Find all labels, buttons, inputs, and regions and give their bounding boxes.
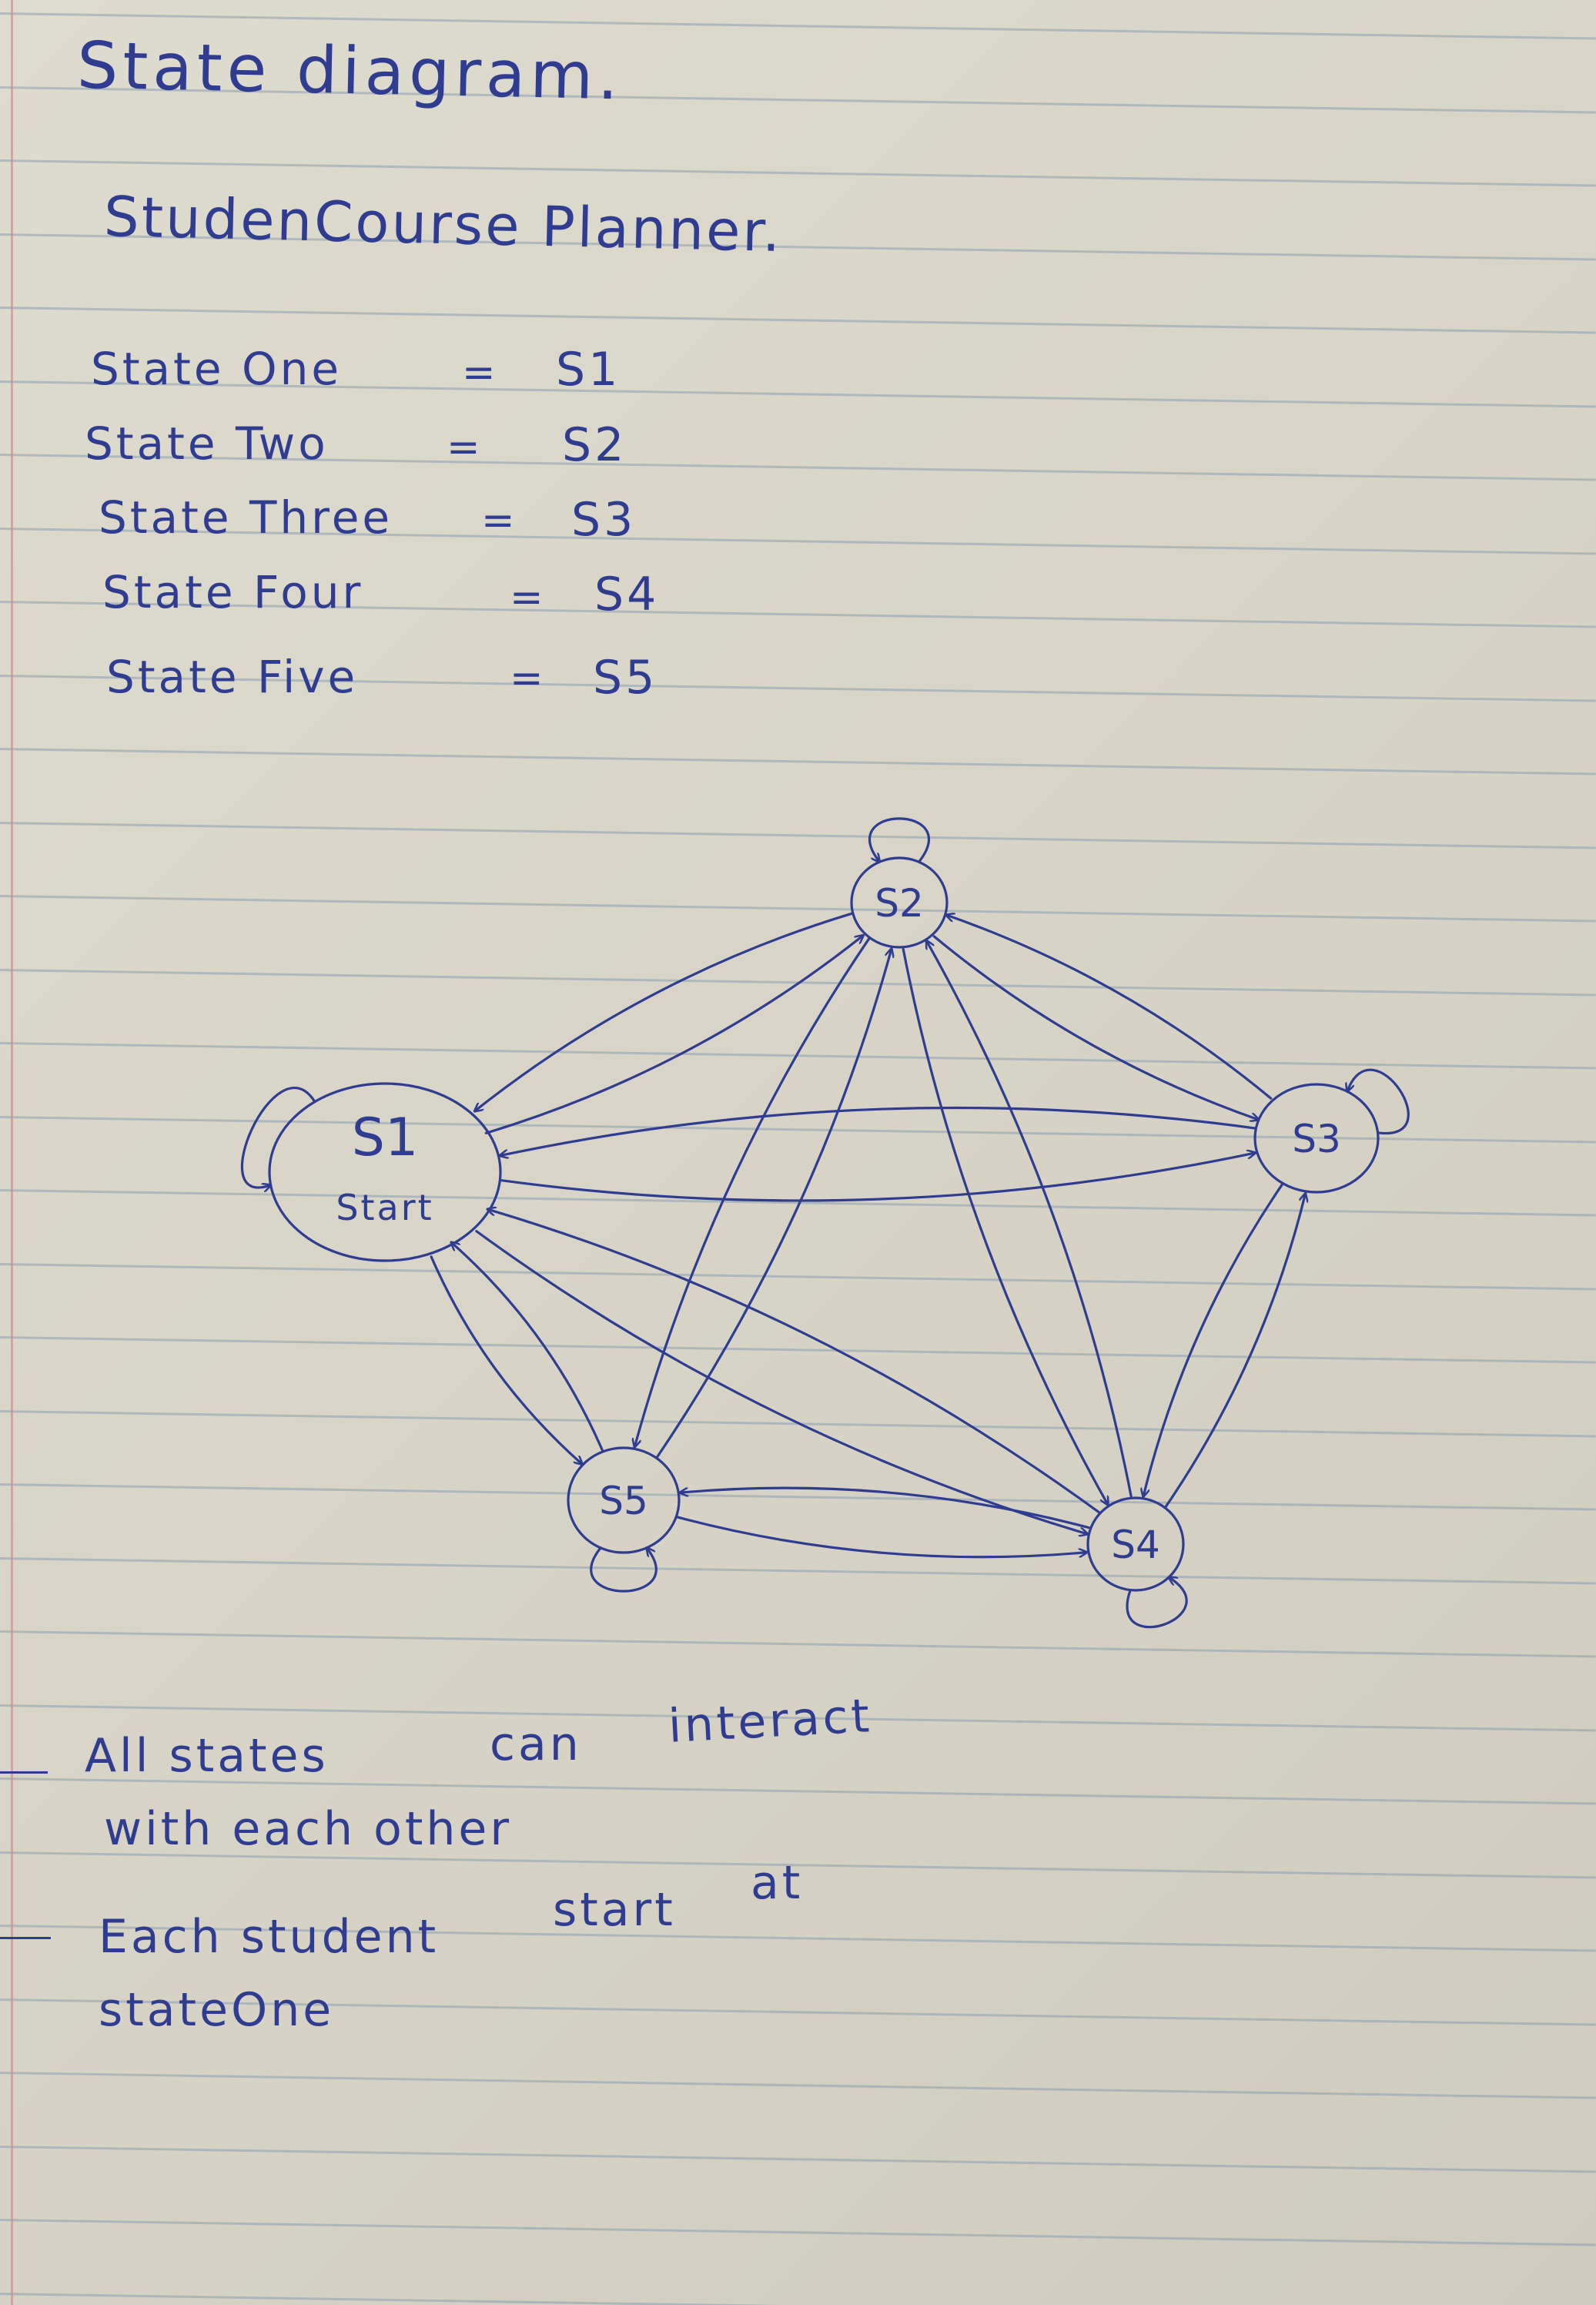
transition-s4-to-s4 (1126, 1577, 1188, 1629)
legend-name: State Three (99, 491, 393, 544)
legend-code: S3 (571, 493, 637, 547)
legend-code: S4 (594, 568, 660, 621)
note-dash (0, 1771, 48, 1774)
transition-s5-to-s2 (655, 949, 892, 1459)
note-text: All states (85, 1729, 329, 1783)
legend-equals: = (447, 424, 480, 471)
state-node-s2: S2 (850, 856, 949, 949)
transition-s1-to-s5 (430, 1255, 582, 1465)
transition-s4-to-s2 (926, 940, 1133, 1498)
transition-s2-to-s3 (932, 935, 1259, 1120)
state-label: S2 (875, 881, 924, 926)
state-node-s4: S4 (1086, 1496, 1185, 1592)
state-circle (567, 1446, 681, 1554)
transition-s1-to-s4 (475, 1230, 1088, 1534)
note-text: stateOne (99, 1983, 335, 2037)
state-label: S4 (1111, 1523, 1160, 1567)
note-dash (0, 1937, 51, 1939)
legend-name: State One (91, 343, 343, 395)
state-node-s5: S5 (567, 1446, 681, 1554)
transition-s2-to-s4 (902, 947, 1108, 1505)
transition-s1-to-s2 (484, 936, 863, 1134)
state-sublabel: Start (336, 1187, 433, 1228)
transition-s3-to-s3 (1347, 1068, 1410, 1135)
legend-equals: = (481, 498, 515, 544)
legend-equals: = (510, 655, 544, 702)
state-circle (850, 856, 949, 949)
transition-s5-to-s5 (590, 1548, 657, 1593)
state-label: S5 (599, 1479, 648, 1523)
transition-s4-to-s5 (678, 1486, 1091, 1529)
transition-s1-to-s3 (499, 1153, 1255, 1202)
transition-s4-to-s1 (487, 1209, 1100, 1513)
transition-s2-to-s2 (868, 817, 931, 862)
transition-s2-to-s5 (634, 936, 871, 1447)
note-text: at (751, 1856, 804, 1910)
legend-code: S5 (593, 651, 658, 705)
state-circle (268, 1082, 502, 1262)
state-circle (1086, 1496, 1185, 1592)
legend-code: S1 (556, 343, 621, 397)
note-text: Each student (99, 1910, 440, 1964)
legend-name: State Four (102, 566, 364, 618)
note-text: can (490, 1717, 582, 1771)
note-text: start (553, 1883, 676, 1937)
state-label: S1 (352, 1107, 418, 1168)
state-circle (1253, 1083, 1380, 1194)
legend-name: State Five (106, 651, 359, 703)
note-text: with each other (104, 1802, 512, 1856)
legend-name: State Two (85, 417, 329, 470)
margin-line (11, 0, 13, 2305)
legend-equals: = (462, 350, 496, 396)
legend-equals: = (510, 575, 544, 621)
transition-s1-to-s1 (240, 1087, 316, 1188)
transition-s5-to-s4 (676, 1516, 1089, 1559)
transition-s2-to-s1 (474, 912, 854, 1111)
transition-s3-to-s4 (1143, 1182, 1284, 1497)
legend-code: S2 (562, 418, 627, 472)
transition-s3-to-s2 (946, 915, 1273, 1100)
state-label: S3 (1292, 1117, 1341, 1161)
state-node-s3: S3 (1253, 1083, 1380, 1194)
note-text: interact (667, 1689, 874, 1754)
transition-s3-to-s1 (500, 1106, 1256, 1156)
transition-s4-to-s3 (1164, 1194, 1305, 1509)
transition-s5-to-s1 (451, 1242, 604, 1452)
